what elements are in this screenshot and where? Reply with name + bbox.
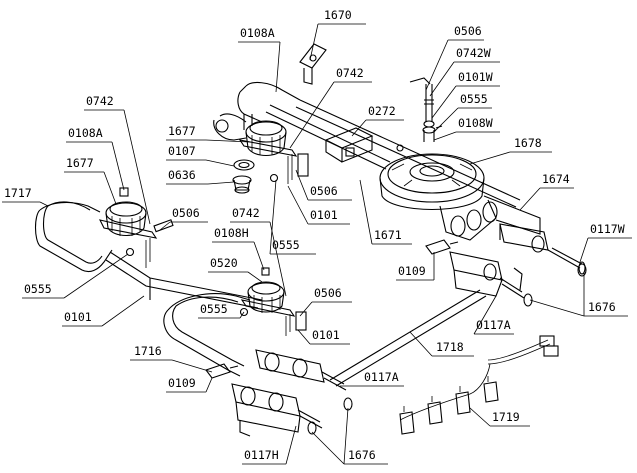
label-0117A-low: 0117A bbox=[364, 370, 399, 384]
label-0636: 0636 bbox=[168, 168, 196, 182]
igniter-0109-low bbox=[205, 363, 239, 379]
label-0555-left: 0555 bbox=[24, 282, 52, 296]
label-1676-low: 1676 bbox=[348, 448, 376, 462]
label-1674: 1674 bbox=[542, 172, 570, 186]
burner-main-1678 bbox=[379, 153, 541, 241]
label-1718: 1718 bbox=[436, 340, 464, 354]
label-1676-right: 1676 bbox=[588, 300, 616, 314]
nut-0555-mid bbox=[269, 173, 279, 183]
burner-low-0520 bbox=[240, 267, 307, 336]
label-1678: 1678 bbox=[514, 136, 542, 150]
pipe-1671 bbox=[237, 81, 391, 170]
harness-1719 bbox=[399, 335, 559, 435]
nut-0555-low bbox=[239, 307, 249, 317]
label-0109-right: 0109 bbox=[398, 264, 426, 278]
label-0108A-top: 0108A bbox=[240, 26, 275, 40]
label-1717: 1717 bbox=[4, 186, 32, 200]
label-1670: 1670 bbox=[324, 8, 352, 22]
nozzle-0636 bbox=[232, 175, 252, 194]
pipe-1718 bbox=[329, 289, 487, 387]
washer-1676-low bbox=[307, 397, 353, 435]
pipe-1716 bbox=[163, 293, 251, 377]
label-0742-top: 0742 bbox=[336, 66, 364, 80]
label-0117W: 0117W bbox=[590, 222, 625, 236]
label-0101-mid: 0101 bbox=[310, 208, 338, 222]
label-0101W: 0101W bbox=[458, 70, 493, 84]
label-0117A-right: 0117A bbox=[476, 318, 511, 332]
label-0742-left: 0742 bbox=[86, 94, 114, 108]
label-1677-mid: 1677 bbox=[168, 124, 196, 138]
pipe-1717 bbox=[34, 201, 113, 273]
label-0506-top: 0506 bbox=[454, 24, 482, 38]
label-1719: 1719 bbox=[492, 410, 520, 424]
label-0555-top: 0555 bbox=[460, 92, 488, 106]
callout-labels: 1670 0506 0108A 0742W 0742 0101W 0555 02… bbox=[4, 8, 625, 462]
label-0108W: 0108W bbox=[458, 116, 493, 130]
valve-0117A-right bbox=[449, 251, 525, 299]
burner-top-1677 bbox=[213, 113, 309, 184]
nut-0555-left bbox=[125, 247, 135, 257]
label-0101-left: 0101 bbox=[64, 310, 92, 324]
label-0108H: 0108H bbox=[214, 226, 249, 240]
burner-left-1677 bbox=[98, 187, 174, 268]
label-0117H: 0117H bbox=[244, 448, 279, 462]
label-0742-low: 0742 bbox=[232, 206, 260, 220]
washer-1676-right bbox=[523, 263, 587, 307]
label-0506-left: 0506 bbox=[172, 206, 200, 220]
label-0107: 0107 bbox=[168, 144, 196, 158]
bracket-1670 bbox=[299, 43, 327, 85]
label-0506-mid: 0506 bbox=[310, 184, 338, 198]
label-0555-mid: 0555 bbox=[272, 238, 300, 252]
long-tube-lower bbox=[105, 251, 263, 309]
label-0108A-left: 0108A bbox=[68, 126, 103, 140]
label-0506-low: 0506 bbox=[314, 286, 342, 300]
label-0272: 0272 bbox=[368, 104, 396, 118]
label-0520: 0520 bbox=[210, 256, 238, 270]
valve-row-low bbox=[231, 349, 347, 437]
igniter-0109-right bbox=[425, 239, 459, 255]
label-0555-low: 0555 bbox=[200, 302, 228, 316]
label-0742W: 0742W bbox=[456, 46, 491, 60]
bracket-0272 bbox=[324, 127, 374, 163]
label-0109-low: 0109 bbox=[168, 376, 196, 390]
label-0101-low: 0101 bbox=[312, 328, 340, 342]
label-1716: 1716 bbox=[134, 344, 162, 358]
label-1677-left: 1677 bbox=[66, 156, 94, 170]
leader-lines bbox=[2, 23, 632, 465]
label-1671: 1671 bbox=[374, 228, 402, 242]
valve-1674-right bbox=[499, 223, 586, 275]
washer-0107 bbox=[233, 159, 255, 171]
